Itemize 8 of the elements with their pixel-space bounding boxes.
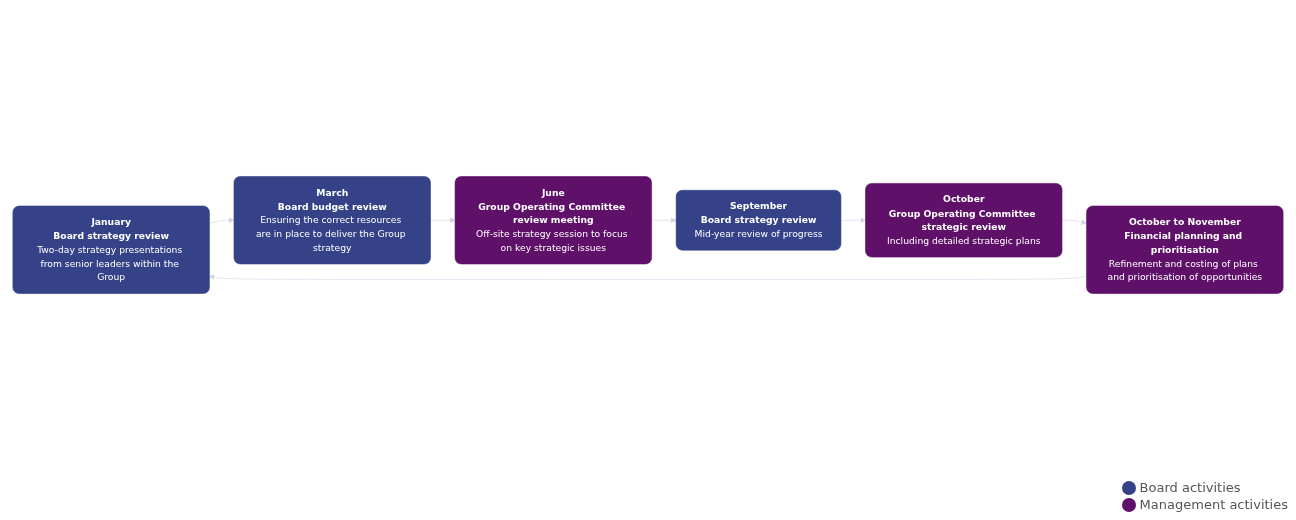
node-box: June Group Operating Committee review meeting Off-site strategy session to focus on key strategic issues <box>454 176 652 265</box>
legend-label: Board activities <box>1139 480 1241 495</box>
legend-label: Management activities <box>1139 497 1288 512</box>
node-box: October to November Financial planning and prioritisation Refinement and costing of plans and prioritisation of opportunities <box>1086 205 1284 294</box>
node-box: September Board strategy review Mid-year review of progress <box>675 190 842 251</box>
node-box: October Group Operating Committee strategic review Including detailed strategic plans <box>865 183 1063 258</box>
node-box: March Board budget review Ensuring the correct resources are in place to deliver the Group strategy <box>233 176 431 265</box>
node-box: January Board strategy review Two-day strategy presentations from senior leaders within the Group <box>12 205 210 294</box>
